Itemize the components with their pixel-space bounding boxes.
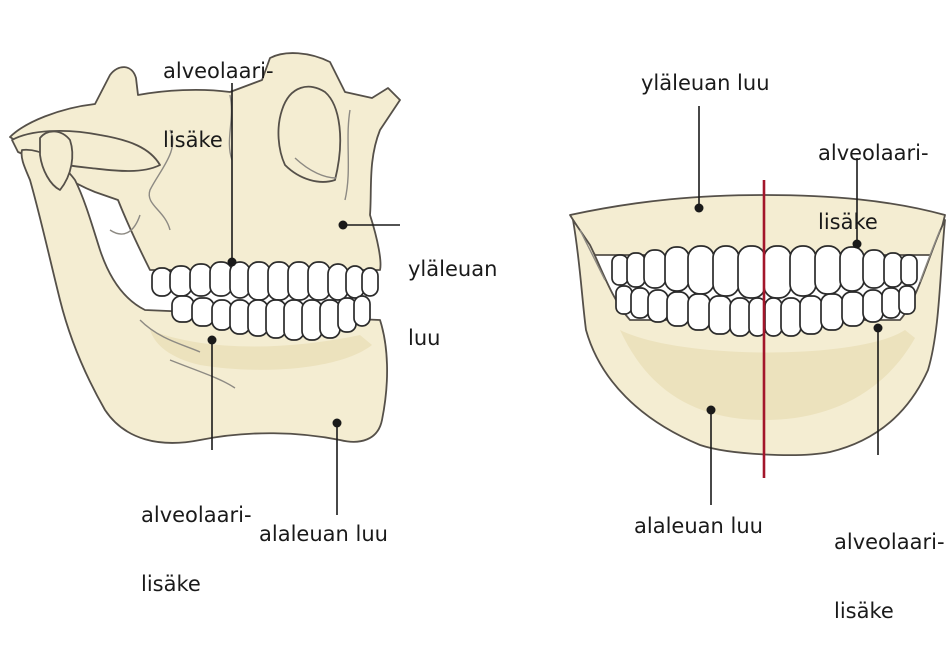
left-upper-teeth (152, 262, 378, 300)
left-maxilla-label: yläleuan luu (408, 212, 497, 373)
left-mandible-label: alaleuan luu (259, 523, 388, 546)
right-mandible-label: alaleuan luu (634, 515, 763, 538)
left-bottom-alveolar-label: alveolaari- lisäke (141, 458, 252, 619)
left-orbit (278, 87, 340, 182)
left-maxilla-line1: yläleuan (408, 258, 497, 281)
right-maxilla-label: yläleuan luu (641, 72, 770, 95)
right-top-alveolar-line1: alveolaari- (818, 142, 929, 165)
left-maxilla-line2: luu (408, 327, 497, 350)
left-top-alveolar-label: alveolaari- lisäke (163, 14, 274, 175)
left-bottom-alveolar-line1: alveolaari- (141, 504, 252, 527)
left-top-alveolar-line1: alveolaari- (163, 60, 274, 83)
right-bottom-alveolar-label: alveolaari- lisäke (834, 485, 945, 646)
left-bottom-alveolar-line2: lisäke (141, 573, 252, 596)
right-top-alveolar-label: alveolaari- lisäke (818, 96, 929, 257)
left-top-alveolar-line2: lisäke (163, 129, 274, 152)
right-bottom-alveolar-line2: lisäke (834, 600, 945, 623)
right-top-alveolar-line2: lisäke (818, 211, 929, 234)
right-bottom-alveolar-line1: alveolaari- (834, 531, 945, 554)
